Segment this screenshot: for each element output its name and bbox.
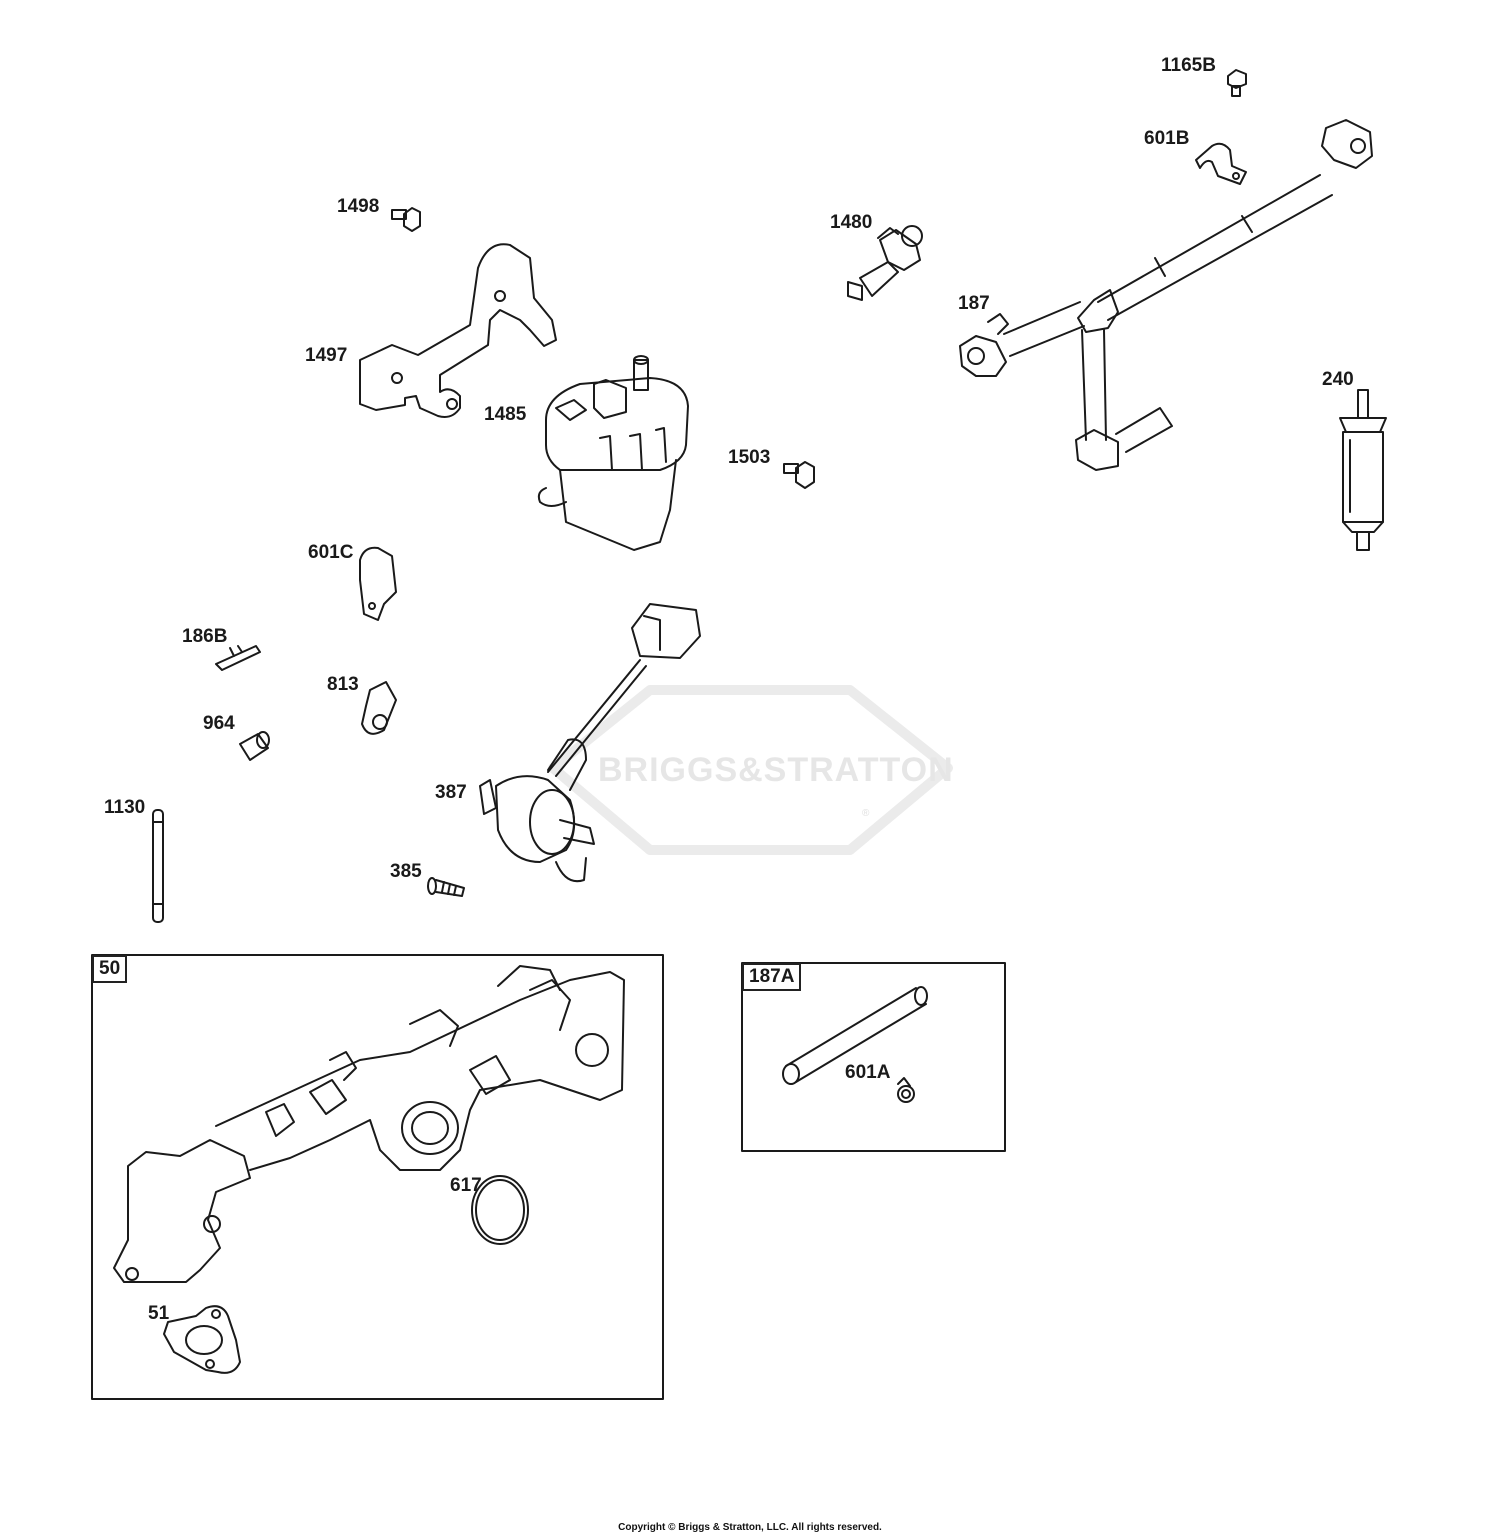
label-387[interactable]: 387 — [435, 782, 467, 803]
label-964[interactable]: 964 — [203, 713, 235, 734]
assembly-box-187a — [741, 962, 1006, 1152]
label-1480[interactable]: 1480 — [830, 212, 873, 233]
label-601a[interactable]: 601A — [845, 1062, 891, 1083]
label-1497[interactable]: 1497 — [305, 345, 348, 366]
box-label-187a[interactable]: 187A — [742, 963, 802, 991]
label-601b[interactable]: 601B — [1144, 128, 1190, 149]
label-1485[interactable]: 1485 — [484, 404, 527, 425]
bolt-1503-part[interactable] — [783, 461, 815, 489]
sleeve-964-part[interactable] — [239, 731, 270, 761]
stud-1130-part[interactable] — [152, 809, 164, 923]
bracket-1497-part[interactable] — [359, 243, 557, 418]
label-813[interactable]: 813 — [327, 674, 359, 695]
label-240[interactable]: 240 — [1322, 369, 1354, 390]
label-1498[interactable]: 1498 — [337, 196, 380, 217]
o-ring-617-part[interactable] — [471, 1175, 529, 1245]
bolt-1165b-part[interactable] — [1227, 69, 1247, 97]
watermark-brand: BRIGGS&STRATTON — [598, 751, 954, 789]
label-385[interactable]: 385 — [390, 861, 422, 882]
clamp-813-part[interactable] — [361, 681, 397, 735]
injector-1480-part[interactable] — [847, 225, 923, 301]
clip-601a-part[interactable] — [897, 1077, 915, 1103]
label-1130[interactable]: 1130 — [104, 797, 146, 818]
label-601c[interactable]: 601C — [308, 542, 354, 563]
fuel-line-187-part[interactable] — [959, 119, 1373, 471]
fuel-hose-187a-part[interactable] — [782, 986, 928, 1085]
watermark-logo — [548, 685, 953, 855]
bolt-1498-part[interactable] — [391, 207, 421, 232]
label-1165b[interactable]: 1165B — [1161, 55, 1216, 76]
label-1503[interactable]: 1503 — [728, 447, 771, 468]
box-label-50[interactable]: 50 — [92, 955, 128, 983]
watermark-registered-mark: ® — [862, 808, 870, 819]
gasket-51-part[interactable] — [163, 1305, 241, 1374]
fuel-pump-module-1485-part[interactable] — [537, 355, 689, 551]
label-617[interactable]: 617 — [450, 1175, 482, 1196]
fuel-filter-240-part[interactable] — [1339, 389, 1387, 551]
clamp-601c-part[interactable] — [359, 546, 397, 621]
label-186b[interactable]: 186B — [182, 626, 228, 647]
fitting-186b-part[interactable] — [215, 645, 261, 671]
label-51[interactable]: 51 — [148, 1303, 170, 1324]
intake-manifold-50-part[interactable] — [113, 965, 625, 1283]
copyright-notice: Copyright © Briggs & Stratton, LLC. All … — [618, 1522, 882, 1533]
fuel-pump-387-part[interactable] — [479, 603, 701, 883]
label-187[interactable]: 187 — [958, 293, 990, 314]
assembly-box-50 — [91, 954, 664, 1400]
screw-385-part[interactable] — [427, 877, 465, 897]
clamp-601b-part[interactable] — [1195, 142, 1247, 185]
